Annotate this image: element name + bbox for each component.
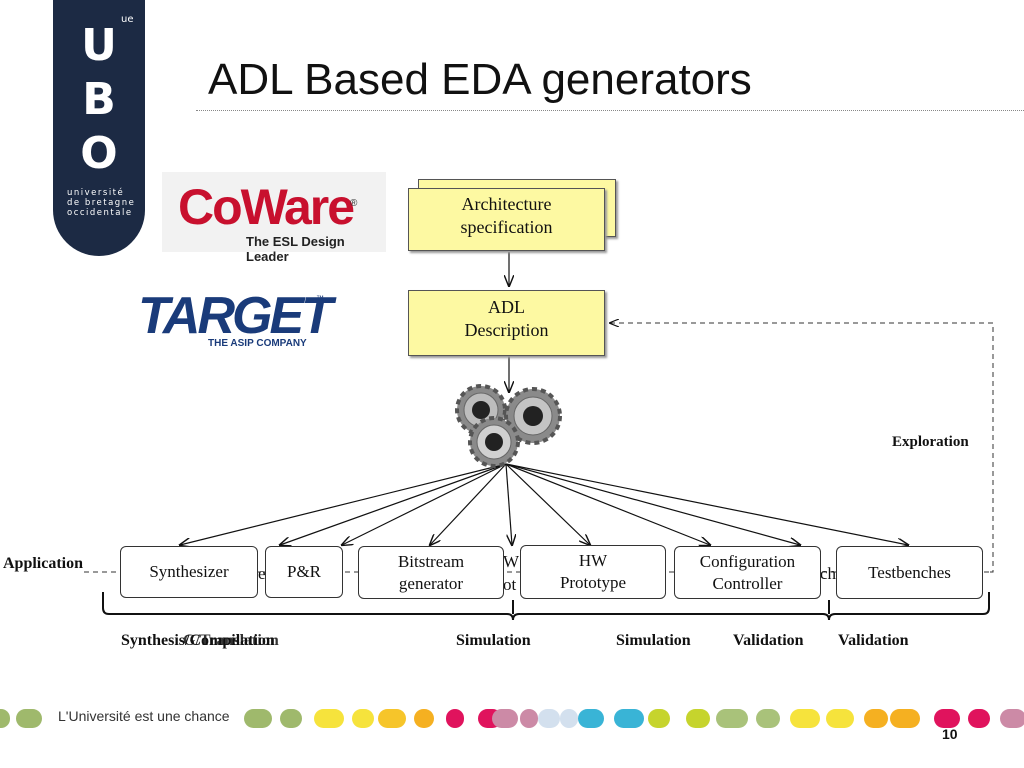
stage-label-simulation: Simulation [616,632,691,649]
university-logo: ue U B O université de bretagne occident… [53,0,145,256]
footer-dot [16,709,42,728]
adl-description-line: ADL [488,297,525,317]
page-number: 10 [942,726,958,742]
trademark-mark: ™ [316,294,324,303]
logo-subtitle-line: de bretagne [67,198,136,208]
ue-mark: ue [121,14,134,25]
configuration-controller-box: Configuration Controller [674,546,821,599]
place-and-route-label: P&R [286,562,322,581]
bitstream-generator-label: generator [398,573,464,593]
gears-icon [455,384,562,468]
architecture-specification: Architecture specification [408,188,605,251]
bitstream-generator-label: Bitstream [397,551,465,571]
hw-prototype-box: HW Prototype [520,545,666,599]
arrow-to-pr-2 [342,463,507,545]
logo-letter-o: O [80,128,118,179]
footer-left-dots [0,709,52,728]
application-label: Application [3,555,84,572]
testbenches-box: Testbenches [836,546,983,599]
testbenches-label: Testbenches [868,562,951,582]
arrow-to-bitstream [430,463,507,545]
stage-label-validation: Validation [733,632,804,649]
arrow-to-configuration-2 [505,463,800,545]
architecture-spec-line: specification [460,217,553,237]
configuration-controller-label: Controller [712,573,783,593]
synthesizer-box: Synthesizer [120,546,258,598]
hw-prototype-label: HW [578,551,608,570]
adl-description-line: Description [464,320,549,340]
arrow-to-testbenches [505,463,908,545]
hidden-fragment: e [258,564,266,583]
slide-title: ADL Based EDA generators [208,55,752,104]
title-divider [196,110,1024,111]
exploration-label: Exploration [892,434,969,450]
place-and-route-box: P&R [265,546,343,598]
coware-logo: CoWare ® The ESL Design Leader [162,172,386,264]
arrow-to-configuration [505,463,710,545]
exploration-feedback-line [610,323,994,573]
stage-brace [102,592,990,621]
arrow-to-center [505,463,512,545]
bitstream-generator-box: Bitstream generator [358,546,504,599]
hidden-fragment: W [503,552,520,571]
arrow-to-pr [280,463,507,545]
logo-letter-b: B [82,74,116,125]
adl-description: ADL Description [408,290,605,356]
logo-subtitle: université de bretagne occidentale [67,188,137,218]
synthesizer-label: Synthesizer [149,562,229,581]
configuration-controller-label: Configuration [699,551,796,571]
arrow-to-synthesizer [180,463,507,545]
arrow-to-hw-prototype [505,463,590,545]
stage-label-validation: Validation [838,632,909,649]
coware-logo-text: CoWare [178,179,355,235]
target-tagline: THE ASIP COMPANY [208,338,307,349]
stage-label-simulation: Simulation [456,632,531,649]
stage-label-synthesis: Synthesis/Compilation [121,632,275,649]
registered-mark: ® [350,198,358,209]
coware-tagline: The ESL Design Leader [246,234,345,264]
footer-dot [0,709,10,728]
logo-subtitle-line: université [67,188,125,198]
logo-letter-u: U [81,20,117,71]
target-logo-text: TARGET [138,287,333,345]
stage-label-translation: G/Translation [183,632,279,649]
hidden-fragment: ot [503,575,517,594]
hidden-fragment: ch [820,564,837,583]
footer-tagline: L'Université est une chance [58,708,230,724]
architecture-spec-line: Architecture [461,194,552,214]
hw-prototype-label: Prototype [559,573,627,592]
logo-subtitle-line: occidentale [67,208,133,218]
